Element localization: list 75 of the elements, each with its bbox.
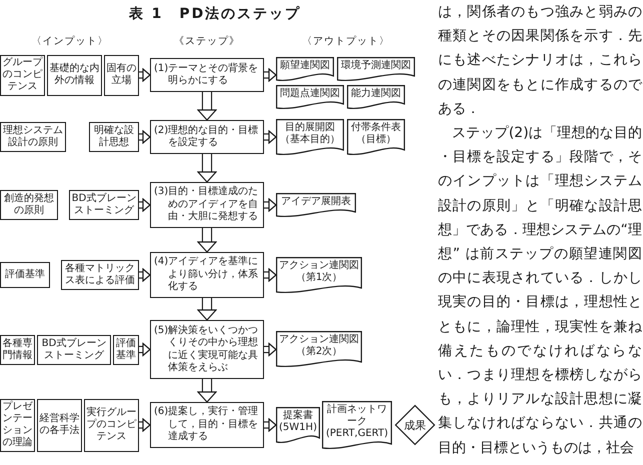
step-label: (5)解決策をいくつかつくりその中から理想に近く実現可能な具体策をえらぶ	[154, 324, 260, 374]
input-label: BD式ブレーンストーミング	[71, 193, 137, 217]
input-box	[0, 262, 50, 288]
hollow-arrow	[139, 68, 151, 82]
input-label: 評価基準	[5, 269, 45, 281]
step-label: (3)目的・目標達成のためのアイディアを自由・大胆に発想する	[154, 186, 260, 224]
input-box	[37, 398, 82, 452]
output-label: 提案書(5W1H)	[278, 410, 318, 434]
step-label: (6)提案し，実行・管理して，目的・目標を達成する	[154, 406, 260, 444]
input-box	[47, 54, 102, 96]
output-document	[322, 400, 392, 450]
output-label: 環境予測連関図	[341, 60, 411, 72]
body-text: ステップ(2)は「理想的な目的・目標を設定する」段階で，そのインプットは「理想システム設計の原則」と「明確な設計思想」である．理想システムの“理想” は前ステップの願望連関図の中に表現されている．しかし現実の目的・目標は，理想性とともに，論理性，現実性を兼ね備えたものでなければならない．つまり理想を標榜しながらも，よりリアルな設計思想に凝集しなければならない．共通の目的・目標というものは，社会	[438, 124, 642, 458]
output-label: 付帯条件表（目標）	[350, 122, 402, 146]
input-label: BD式ブレーンストーミング	[40, 338, 108, 362]
output-document	[276, 192, 356, 218]
output-document	[347, 118, 405, 156]
hollow-arrow	[139, 418, 151, 432]
hollow-arrow	[264, 268, 277, 282]
hollow-arrow	[139, 198, 151, 212]
input-box	[104, 54, 139, 96]
input-label: 固有の立場	[106, 63, 137, 87]
output-document	[276, 84, 344, 110]
hollow-arrow	[264, 68, 277, 82]
output-label: 目的展開図（基本目的）	[279, 122, 341, 146]
input-box	[84, 398, 139, 452]
hollow-arrow	[197, 298, 217, 321]
body-text: は，関係者のもつ強みと弱みの種類とその因果関係を示す．先にも述べたシナリオは，これらの連関図をもとに作成するのである．	[438, 3, 642, 119]
input-label: 評価基準	[115, 338, 137, 362]
output-document	[276, 331, 362, 368]
input-label: 明確な設計思想	[93, 125, 135, 149]
step-label: (1)テーマとその背景を明らかにする	[154, 62, 260, 88]
hollow-arrow	[264, 342, 277, 356]
output-label: アクション連関図（第2次）	[278, 334, 360, 358]
hollow-arrow	[197, 228, 217, 253]
column-header: 〈アウトプット〉	[302, 36, 390, 48]
input-label: 各種専門情報	[2, 338, 33, 362]
output-label: 計画ネットワーク(PERT,GERT)	[324, 404, 390, 440]
result-diamond	[395, 405, 435, 445]
column-header: 〈インプット〉	[32, 36, 108, 48]
hollow-arrow	[264, 130, 277, 144]
hollow-arrow	[197, 379, 217, 403]
output-document	[276, 256, 362, 294]
input-label: 各種マトリックス表による評価	[64, 263, 136, 287]
input-label: 理想システム設計の原則	[2, 125, 64, 149]
column-header: 《ステップ》	[174, 36, 240, 48]
input-label: 基礎的な内外の情報	[49, 63, 100, 87]
input-label: プレゼンテーションの理論	[2, 401, 33, 449]
input-label: 実行グループのコンピテンス	[86, 407, 137, 443]
hollow-arrow	[139, 130, 151, 144]
output-label: 願望連関図	[280, 60, 330, 72]
step-label: (2)理想的な目的・目標を設定する	[154, 124, 260, 150]
hollow-arrow	[264, 198, 277, 212]
table-title: 表 1 PD法のステップ	[128, 6, 302, 23]
hollow-arrow	[197, 92, 217, 121]
output-label: 問題点連関図	[280, 88, 340, 100]
output-document	[276, 118, 344, 156]
input-label: 経営科学の各手法	[39, 413, 80, 437]
input-label: 創造的発想の原則	[3, 193, 55, 217]
hollow-arrow	[264, 418, 277, 432]
output-label: アイデア展開表	[281, 196, 351, 208]
output-document	[347, 84, 405, 110]
output-label: アクション連関図（第1次）	[278, 260, 360, 284]
step-label: (4)アイディアを基準により篩い分け，体系化する	[154, 256, 260, 294]
hollow-arrow	[139, 342, 151, 356]
hollow-arrow	[197, 154, 217, 183]
output-document	[276, 56, 334, 82]
step-box	[150, 58, 264, 92]
output-label: 能力連関図	[351, 88, 401, 100]
output-document	[276, 406, 320, 444]
output-document	[337, 56, 415, 82]
input-label: グループのコンピテンス	[2, 57, 43, 93]
result-label: 成果	[404, 418, 426, 432]
step-box	[150, 120, 264, 154]
hollow-arrow	[139, 268, 151, 282]
